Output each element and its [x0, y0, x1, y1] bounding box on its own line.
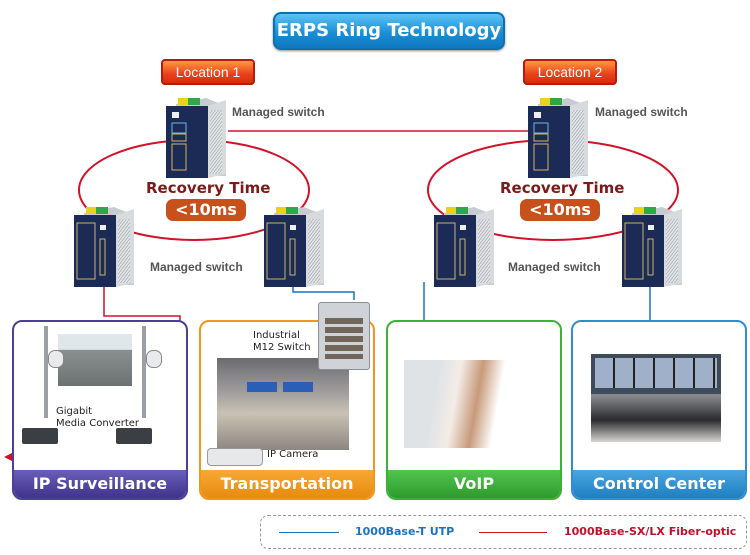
recovery-time-label: Recovery Time	[146, 179, 271, 197]
media-converter-icon	[22, 428, 58, 444]
ptz-camera-icon	[146, 350, 162, 368]
switch-label: Managed switch	[508, 260, 601, 274]
panel-voip: VoIP	[386, 320, 562, 500]
camera-pole-icon	[142, 326, 146, 418]
utp-line-swatch	[279, 532, 339, 533]
highway-photo	[58, 334, 132, 386]
managed-switch-top-1	[166, 98, 226, 178]
panel-control-center: Control Center	[571, 320, 747, 500]
switch-label: Managed switch	[232, 105, 325, 119]
panel-title: Transportation	[201, 470, 373, 498]
panel-title: IP Surveillance	[14, 470, 186, 498]
managed-switch-right-1	[264, 207, 324, 287]
ip-camera-label: IP Camera	[267, 449, 319, 460]
legend-fiber-label: 1000Base-SX/LX Fiber-optic	[564, 525, 737, 538]
managed-switch-right-2	[622, 207, 682, 287]
managed-switch-top-2	[528, 98, 588, 178]
managed-switch-left-1	[74, 207, 134, 287]
diagram-title: ERPS Ring Technology	[273, 12, 505, 50]
panel-title: VoIP	[388, 470, 560, 498]
location-1-label: Location 1	[161, 59, 255, 85]
switch-label: Managed switch	[150, 260, 243, 274]
managed-switch-left-2	[434, 207, 494, 287]
location-2-label: Location 2	[523, 59, 617, 85]
ptz-camera-icon	[48, 350, 64, 368]
train-station-photo	[217, 358, 349, 450]
industrial-m12-switch-icon	[318, 302, 370, 370]
recovery-time-value: <10ms	[166, 199, 246, 221]
legend: 1000Base-T UTP 1000Base-SX/LX Fiber-opti…	[260, 515, 747, 549]
recovery-time-value: <10ms	[520, 199, 600, 221]
control-room-photo	[591, 354, 721, 442]
camera-pole-icon	[44, 326, 48, 418]
fiber-line-swatch	[479, 532, 547, 533]
panel-title: Control Center	[573, 470, 745, 498]
call-center-photo	[404, 360, 534, 448]
utp-to-transportation	[292, 282, 355, 300]
recovery-time-label: Recovery Time	[500, 179, 625, 197]
switch-label: Managed switch	[595, 105, 688, 119]
media-converter-icon	[116, 428, 152, 444]
legend-utp-label: 1000Base-T UTP	[355, 525, 455, 538]
ip-camera-icon	[207, 448, 263, 466]
